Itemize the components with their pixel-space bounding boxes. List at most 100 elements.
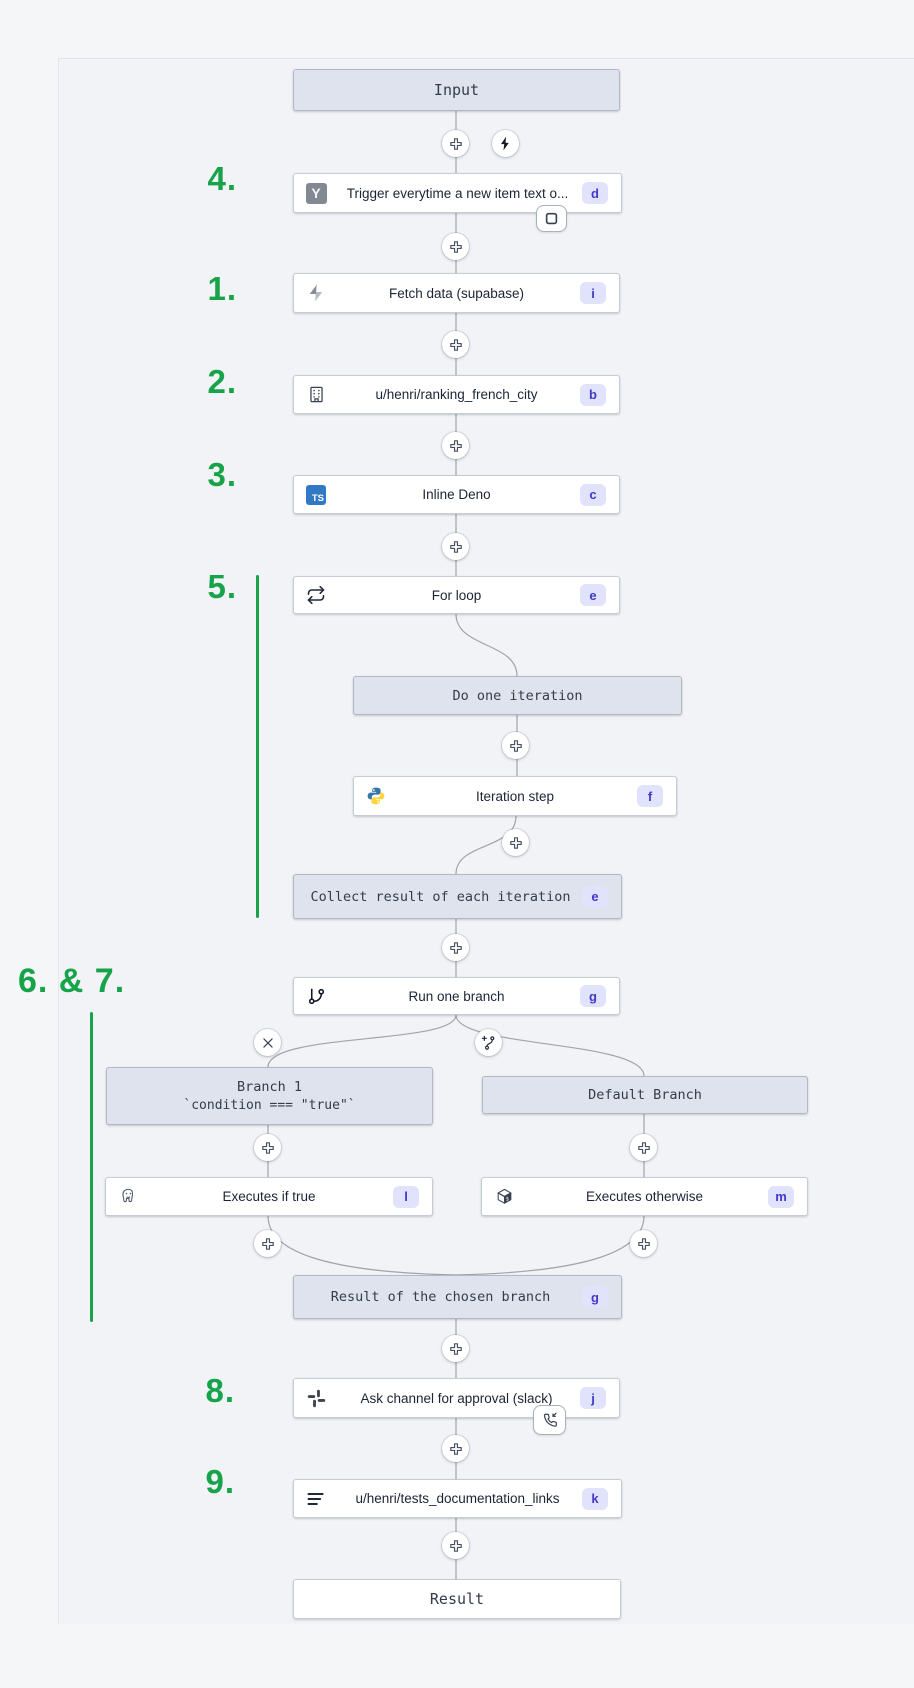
node-do-one-iteration-label: Do one iteration <box>452 687 583 704</box>
list-lines-icon <box>305 1488 327 1510</box>
typescript-icon: TS <box>305 484 327 506</box>
run-trigger-button[interactable] <box>492 130 519 157</box>
node-inline-deno-label: Inline Deno <box>422 487 491 502</box>
node-run-one-branch[interactable]: Run one branch g <box>293 977 620 1015</box>
annotation-step9: 9. <box>205 1463 235 1500</box>
node-executes-if-true[interactable]: Executes if true l <box>105 1177 433 1216</box>
node-branch1[interactable]: Branch 1 `condition === "true"` <box>106 1067 433 1125</box>
add-step-button[interactable] <box>442 533 469 560</box>
node-result-chosen-branch[interactable]: Result of the chosen branch g <box>293 1275 622 1319</box>
node-run-one-branch-badge: g <box>580 985 606 1007</box>
node-ranking-french-city-label: u/henri/ranking_french_city <box>375 387 538 402</box>
node-input[interactable]: Input <box>293 69 620 111</box>
add-step-button[interactable] <box>254 1230 281 1257</box>
node-executes-otherwise[interactable]: $ Executes otherwise m <box>481 1177 808 1216</box>
git-branch-icon <box>305 985 327 1007</box>
node-trigger-badge: d <box>582 182 608 204</box>
add-step-button[interactable] <box>442 1435 469 1462</box>
node-branch1-title: Branch 1 <box>236 1079 303 1095</box>
add-branch-button[interactable] <box>475 1029 502 1056</box>
plus-icon <box>449 1442 462 1455</box>
node-executes-if-true-badge: l <box>393 1185 419 1208</box>
plus-icon <box>261 1237 274 1250</box>
cube-shell-icon: $ <box>493 1186 515 1208</box>
add-step-button[interactable] <box>442 432 469 459</box>
node-ranking-french-city[interactable]: u/henri/ranking_french_city b <box>293 375 620 414</box>
add-branch-icon <box>481 1035 497 1051</box>
plus-icon <box>509 836 522 849</box>
add-step-button[interactable] <box>630 1134 657 1161</box>
plus-icon <box>449 240 462 253</box>
plus-icon <box>449 1342 462 1355</box>
node-ranking-french-city-badge: b <box>580 383 606 406</box>
node-ask-approval[interactable]: Ask channel for approval (slack) j <box>293 1378 620 1418</box>
annotation-step8: 8. <box>205 1372 235 1409</box>
annotation-line-step6-7 <box>90 1012 93 1322</box>
node-result[interactable]: Result <box>293 1579 621 1619</box>
add-step-button[interactable] <box>254 1134 281 1161</box>
add-step-button[interactable] <box>502 732 529 759</box>
stop-square-button[interactable] <box>536 205 567 232</box>
annotation-step4: 4. <box>207 160 237 197</box>
node-tests-documentation-links-label: u/henri/tests_documentation_links <box>355 1491 560 1506</box>
phone-incoming-icon <box>542 1412 558 1428</box>
svg-text:$: $ <box>505 1197 508 1203</box>
node-tests-documentation-links-badge: k <box>582 1487 608 1510</box>
annotation-line-step5 <box>256 575 259 918</box>
node-run-one-branch-label: Run one branch <box>408 988 505 1004</box>
add-step-button[interactable] <box>442 130 469 157</box>
python-icon <box>365 785 387 807</box>
node-tests-documentation-links[interactable]: u/henri/tests_documentation_links k <box>293 1479 622 1518</box>
annotation-step2: 2. <box>207 363 237 400</box>
node-for-loop-label: For loop <box>431 587 482 603</box>
node-ask-approval-label: Ask channel for approval (slack) <box>360 1390 553 1406</box>
plus-icon <box>449 540 462 553</box>
stop-square-icon <box>545 212 558 225</box>
suspend-approval-button[interactable] <box>533 1405 566 1435</box>
annotation-step5: 5. <box>207 568 237 605</box>
node-inline-deno-badge: c <box>580 483 606 506</box>
annotation-step1: 1. <box>207 270 237 307</box>
node-ask-approval-badge: j <box>580 1387 606 1409</box>
add-step-button[interactable] <box>442 934 469 961</box>
node-iteration-step-badge: f <box>637 785 663 807</box>
add-step-button[interactable] <box>630 1230 657 1257</box>
building-icon <box>305 384 327 406</box>
node-default-branch-label: Default Branch <box>588 1087 702 1103</box>
lightning-icon <box>498 136 513 151</box>
node-for-loop-badge: e <box>580 584 606 606</box>
remove-branch-button[interactable] <box>254 1029 281 1056</box>
slack-icon <box>305 1387 327 1409</box>
add-step-button[interactable] <box>442 1532 469 1559</box>
node-executes-if-true-label: Executes if true <box>222 1189 316 1204</box>
add-step-button[interactable] <box>442 1335 469 1362</box>
close-icon <box>261 1036 275 1050</box>
node-trigger[interactable]: Y Trigger everytime a new item text o...… <box>293 173 622 213</box>
plus-icon <box>449 1539 462 1552</box>
node-fetch-data[interactable]: Fetch data (supabase) i <box>293 273 620 313</box>
add-step-button[interactable] <box>442 233 469 260</box>
node-result-chosen-branch-label: Result of the chosen branch <box>330 1289 551 1305</box>
add-step-button[interactable] <box>502 829 529 856</box>
supabase-bolt-icon <box>305 282 327 304</box>
node-default-branch[interactable]: Default Branch <box>482 1076 808 1114</box>
hackernews-y-icon: Y <box>305 182 327 204</box>
node-for-loop[interactable]: For loop e <box>293 576 620 614</box>
node-collect-result[interactable]: Collect result of each iteration e <box>293 874 622 919</box>
node-do-one-iteration[interactable]: Do one iteration <box>353 676 682 715</box>
repeat-loop-icon <box>305 584 327 606</box>
plus-icon <box>449 439 462 452</box>
node-fetch-data-badge: i <box>580 282 606 304</box>
add-step-button[interactable] <box>442 331 469 358</box>
node-collect-result-badge: e <box>582 885 608 908</box>
node-branch1-condition: `condition === "true"` <box>183 1098 356 1113</box>
plus-icon <box>637 1237 650 1250</box>
node-collect-result-label: Collect result of each iteration <box>310 888 571 905</box>
node-input-label: Input <box>433 81 480 99</box>
plus-icon <box>261 1141 274 1154</box>
node-inline-deno[interactable]: TS Inline Deno c <box>293 475 620 514</box>
node-executes-otherwise-label: Executes otherwise <box>585 1189 704 1204</box>
node-result-chosen-branch-badge: g <box>582 1286 608 1308</box>
node-iteration-step[interactable]: Iteration step f <box>353 776 677 816</box>
